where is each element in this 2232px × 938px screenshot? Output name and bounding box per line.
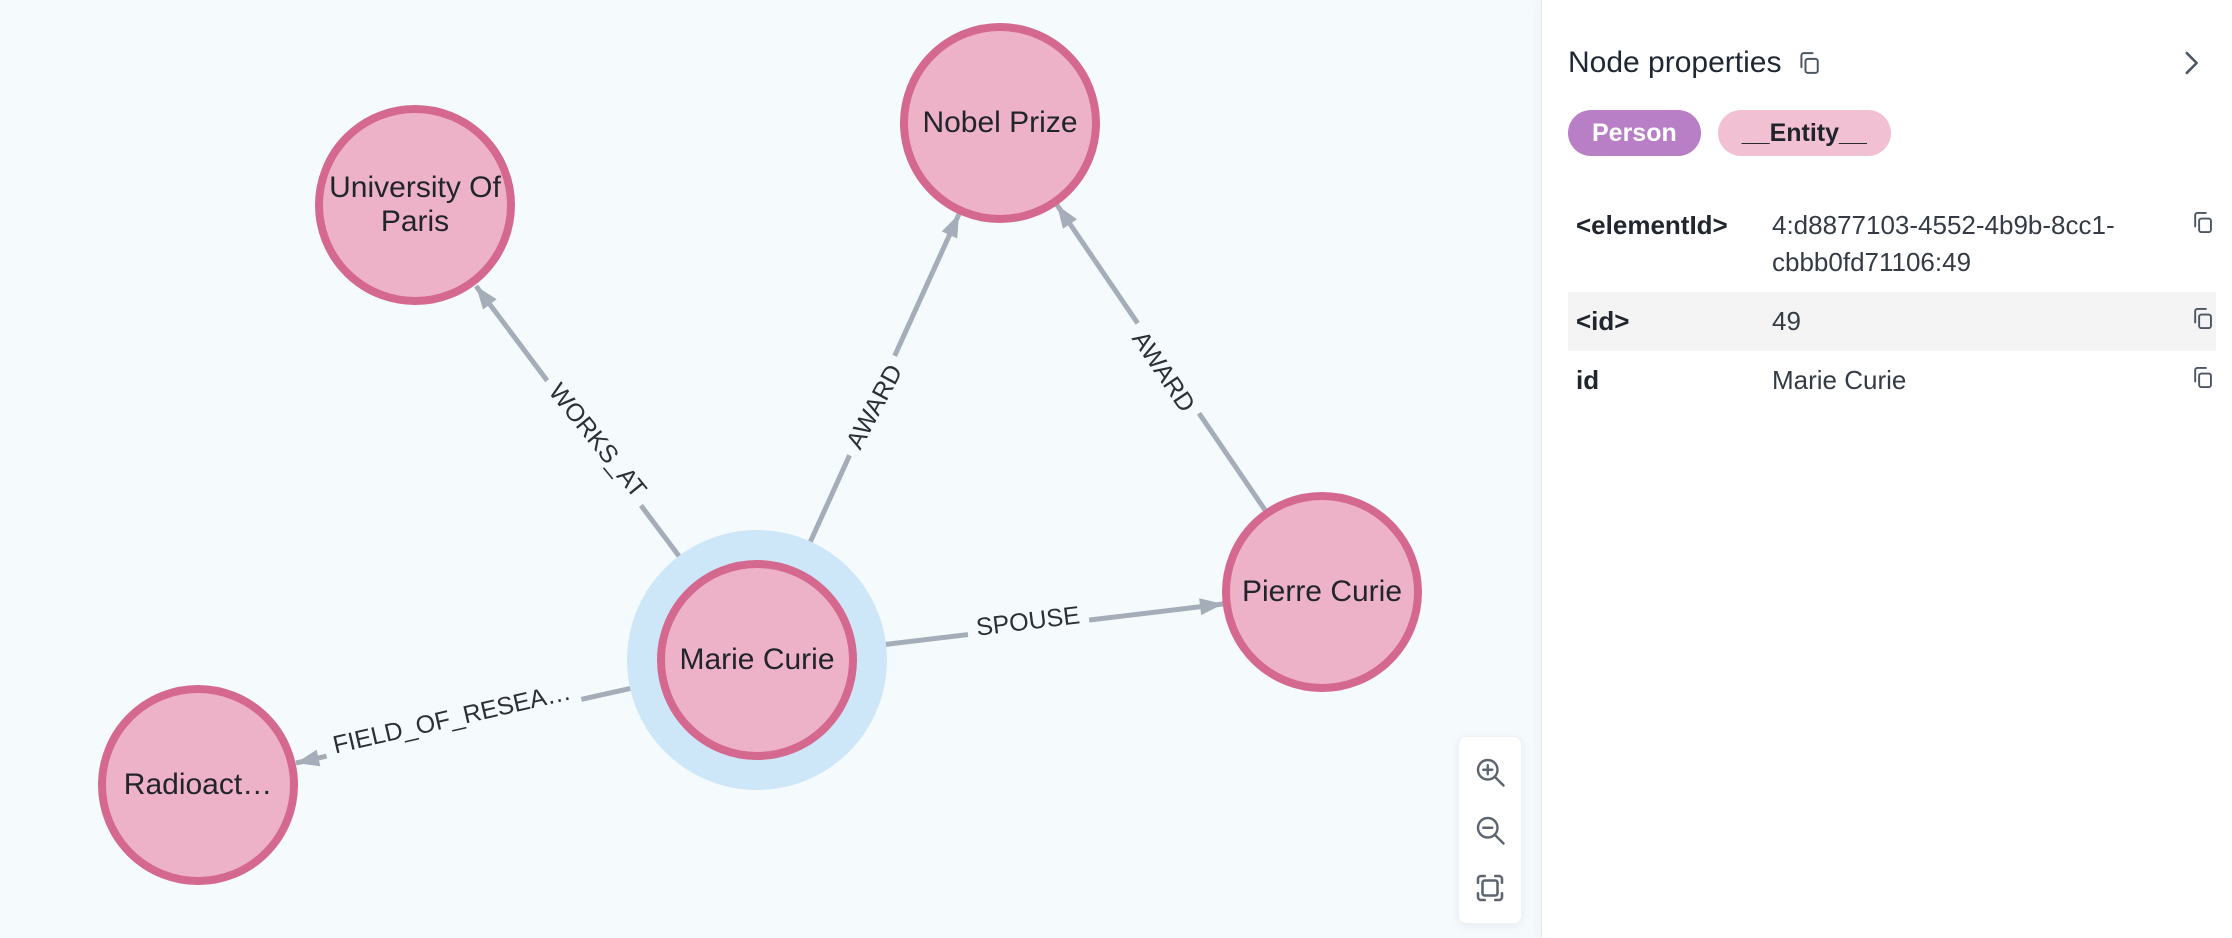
copy-all-properties-button[interactable]: [1795, 49, 1823, 77]
label-badge-person[interactable]: Person: [1568, 110, 1701, 156]
node-label: Pierre Curie: [1241, 575, 1403, 609]
copy-icon: [2194, 366, 2212, 389]
property-key: id: [1576, 365, 1600, 395]
node-label-badges: Person __Entity__: [1568, 110, 2216, 156]
property-value: 4:d8877103-4552-4b9b-8cc1-cbbb0fd71106:4…: [1772, 210, 2115, 277]
node-pierre-curie[interactable]: Pierre Curie: [1222, 492, 1422, 692]
node-radioactivity[interactable]: Radioact…: [98, 685, 298, 885]
property-row-id: id Marie Curie: [1568, 351, 2216, 410]
zoom-controls: [1458, 736, 1522, 924]
zoom-in-button[interactable]: [1472, 754, 1508, 790]
chevron-right-icon: [2185, 51, 2198, 75]
property-value: 49: [1772, 306, 1801, 336]
property-row-elementid: <elementId> 4:d8877103-4552-4b9b-8cc1-cb…: [1568, 196, 2216, 292]
property-key: <id>: [1576, 306, 1630, 336]
properties-table: <elementId> 4:d8877103-4552-4b9b-8cc1-cb…: [1568, 196, 2216, 410]
node-label: Nobel Prize: [922, 106, 1078, 140]
copy-property-button[interactable]: [2189, 364, 2216, 391]
panel-title: Node properties: [1568, 46, 1782, 79]
copy-icon: [2194, 307, 2212, 330]
copy-icon: [2194, 211, 2212, 234]
label-badge-entity[interactable]: __Entity__: [1717, 110, 1891, 156]
zoom-out-icon: [1476, 816, 1505, 845]
copy-property-button[interactable]: [2189, 209, 2216, 236]
collapse-panel-button[interactable]: [2174, 46, 2208, 83]
node-nobel-prize[interactable]: Nobel Prize: [900, 23, 1100, 223]
node-label: Radioact…: [123, 768, 273, 802]
property-row-id-internal: <id> 49: [1568, 292, 2216, 351]
graph-canvas[interactable]: University Of Paris Nobel Prize Marie Cu…: [0, 0, 1541, 938]
panel-header: Node properties: [1568, 44, 2216, 82]
node-marie-curie[interactable]: Marie Curie: [657, 560, 857, 760]
copy-property-button[interactable]: [2189, 305, 2216, 332]
node-university-of-paris[interactable]: University Of Paris: [315, 105, 515, 305]
zoom-out-button[interactable]: [1472, 812, 1508, 848]
copy-icon: [1800, 52, 1820, 74]
property-key: <elementId>: [1576, 210, 1728, 240]
fit-to-screen-button[interactable]: [1472, 870, 1508, 906]
zoom-in-icon: [1476, 758, 1505, 787]
node-label: Marie Curie: [679, 643, 835, 677]
fit-to-screen-icon: [1476, 874, 1504, 902]
property-value: Marie Curie: [1772, 365, 1907, 395]
node-label: University Of Paris: [329, 171, 501, 238]
node-properties-panel: Node properties Person __Entity__ <eleme…: [1541, 0, 2232, 938]
